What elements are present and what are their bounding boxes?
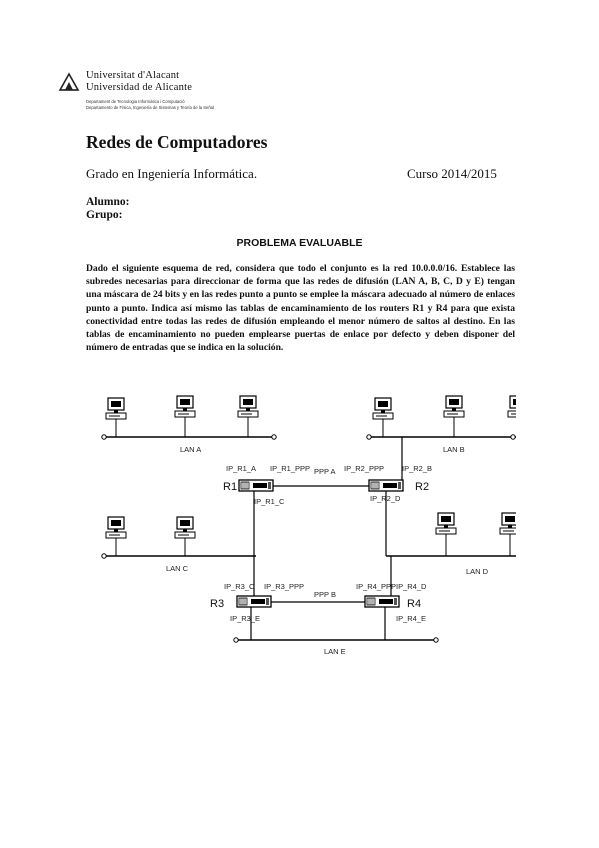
lan-b-label: LAN B bbox=[443, 445, 465, 454]
router-r2-label: R2 bbox=[415, 481, 429, 493]
lan-d-host-1-icon bbox=[435, 512, 457, 535]
ppp-a-label: PPP A bbox=[314, 467, 336, 476]
university-name-ca: Universitat d'Alacant bbox=[86, 70, 180, 81]
router-r3-label: R3 bbox=[210, 598, 224, 610]
ppp-b-label: PPP B bbox=[314, 590, 336, 599]
r4-if-ppp-label: IP_R4_PPP bbox=[356, 582, 396, 591]
router-r2-icon bbox=[368, 479, 404, 492]
student-label: Alumno: bbox=[86, 196, 130, 208]
academic-year: Curso 2014/2015 bbox=[407, 166, 497, 181]
network-diagram: LAN A LAN B PPP A R1 IP_ bbox=[86, 380, 516, 658]
r4-if-e-label: IP_R4_E bbox=[396, 614, 426, 623]
lan-b-host-1-icon bbox=[372, 397, 394, 420]
ppp-b-link: PPP B bbox=[270, 590, 369, 603]
lan-c-host-1-icon bbox=[105, 516, 127, 539]
lan-b-segment: LAN B bbox=[366, 395, 516, 480]
lan-b-host-2-icon bbox=[443, 395, 465, 418]
lan-a-host-2-icon bbox=[174, 395, 196, 418]
lan-b-host-3-icon bbox=[507, 395, 516, 418]
section-heading: PROBLEMA EVALUABLE bbox=[236, 237, 363, 249]
lan-e-segment: LAN E bbox=[233, 607, 439, 656]
department-name-es: Departamento de Física, Ingeniería de Si… bbox=[86, 105, 214, 110]
lan-e-label: LAN E bbox=[324, 647, 346, 656]
router-r3-icon bbox=[236, 595, 272, 608]
degree-name: Grado en Ingeniería Informática. bbox=[86, 166, 258, 181]
r2-if-b-label: IP_R2_B bbox=[402, 464, 432, 473]
lan-d-segment: LAN D bbox=[386, 512, 516, 597]
router-r1-label: R1 bbox=[223, 481, 237, 493]
group-label: Grupo: bbox=[86, 209, 123, 221]
lan-c-segment: LAN C bbox=[101, 491, 256, 573]
r4-if-d-label: IP_R4_D bbox=[396, 582, 427, 591]
page-title: Redes de Computadores bbox=[86, 132, 268, 152]
lan-a-label: LAN A bbox=[180, 445, 201, 454]
router-r4-icon bbox=[364, 595, 400, 608]
lan-d-label: LAN D bbox=[466, 567, 489, 576]
lan-a-host-3-icon bbox=[237, 395, 259, 418]
router-r1-icon bbox=[238, 479, 274, 492]
lan-a-segment: LAN A bbox=[101, 395, 277, 454]
r3-if-ppp-label: IP_R3_PPP bbox=[264, 582, 304, 591]
department-name-ca: Departament de Tecnologia Informàtica i … bbox=[86, 99, 185, 104]
university-name-es: Universidad de Alicante bbox=[86, 82, 193, 93]
r1-if-a-label: IP_R1_A bbox=[226, 464, 256, 473]
r3-if-e-label: IP_R3_E bbox=[230, 614, 260, 623]
lan-a-host-1-icon bbox=[105, 397, 127, 420]
lan-c-host-2-icon bbox=[174, 516, 196, 539]
lan-c-label: LAN C bbox=[166, 564, 189, 573]
router-r4-label: R4 bbox=[407, 598, 421, 610]
problem-statement: Dado el siguiente esquema de red, consid… bbox=[86, 263, 515, 354]
r1-if-ppp-label: IP_R1_PPP bbox=[270, 464, 310, 473]
r1-if-c-label: IP_R1_C bbox=[254, 497, 285, 506]
r2-if-ppp-label: IP_R2_PPP bbox=[344, 464, 384, 473]
lan-d-host-2-icon bbox=[499, 512, 516, 535]
university-logo-icon bbox=[58, 72, 80, 91]
r3-if-c-label: IP_R3_C bbox=[224, 582, 255, 591]
